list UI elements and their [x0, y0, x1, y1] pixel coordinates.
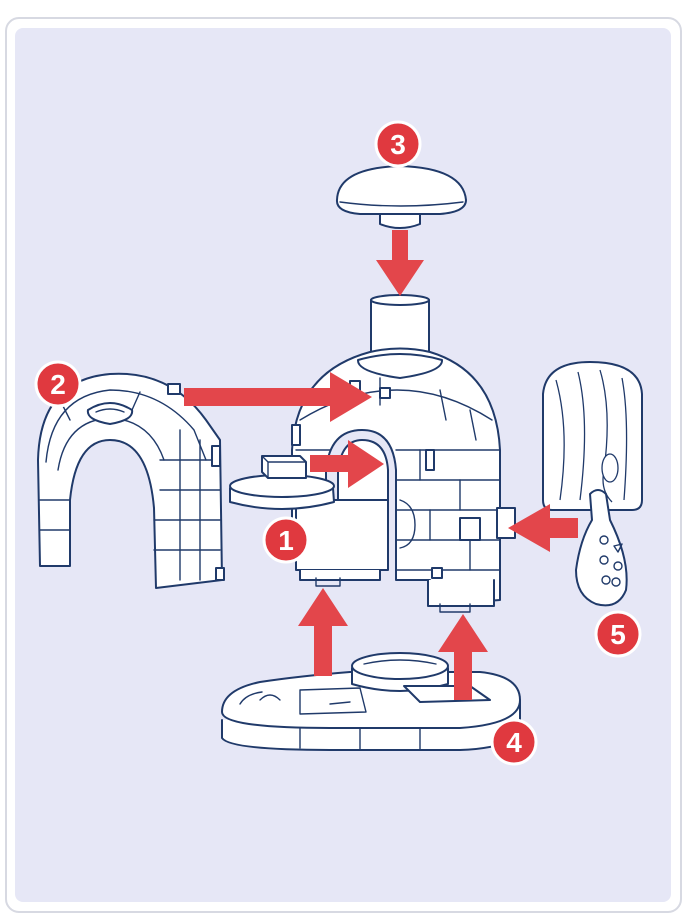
step-badge-4: 4 [490, 718, 538, 766]
step-number: 4 [506, 727, 522, 758]
step-badge-1: 1 [262, 516, 310, 564]
part-arch-facade [37, 372, 225, 589]
arrow-step-2 [184, 372, 372, 422]
step-number: 5 [610, 619, 626, 650]
step-number: 2 [50, 369, 66, 400]
arrows [184, 230, 578, 700]
part-chimney-cap [335, 165, 467, 229]
step-badge-2: 2 [34, 360, 82, 408]
part-pizza-peel [496, 361, 643, 607]
arrow-step-4a [298, 588, 348, 676]
arrow-step-4b [438, 614, 488, 700]
arrow-step-5 [508, 504, 578, 552]
step-number: 1 [278, 525, 294, 556]
part-base-plate [221, 652, 521, 751]
step-badge-3: 3 [374, 120, 422, 168]
step-badge-5: 5 [594, 610, 642, 658]
step-number: 3 [390, 129, 406, 160]
part-tray [229, 455, 335, 510]
arrow-step-3 [376, 230, 424, 296]
part-oven-body [291, 294, 501, 613]
arrow-step-1 [310, 440, 384, 488]
